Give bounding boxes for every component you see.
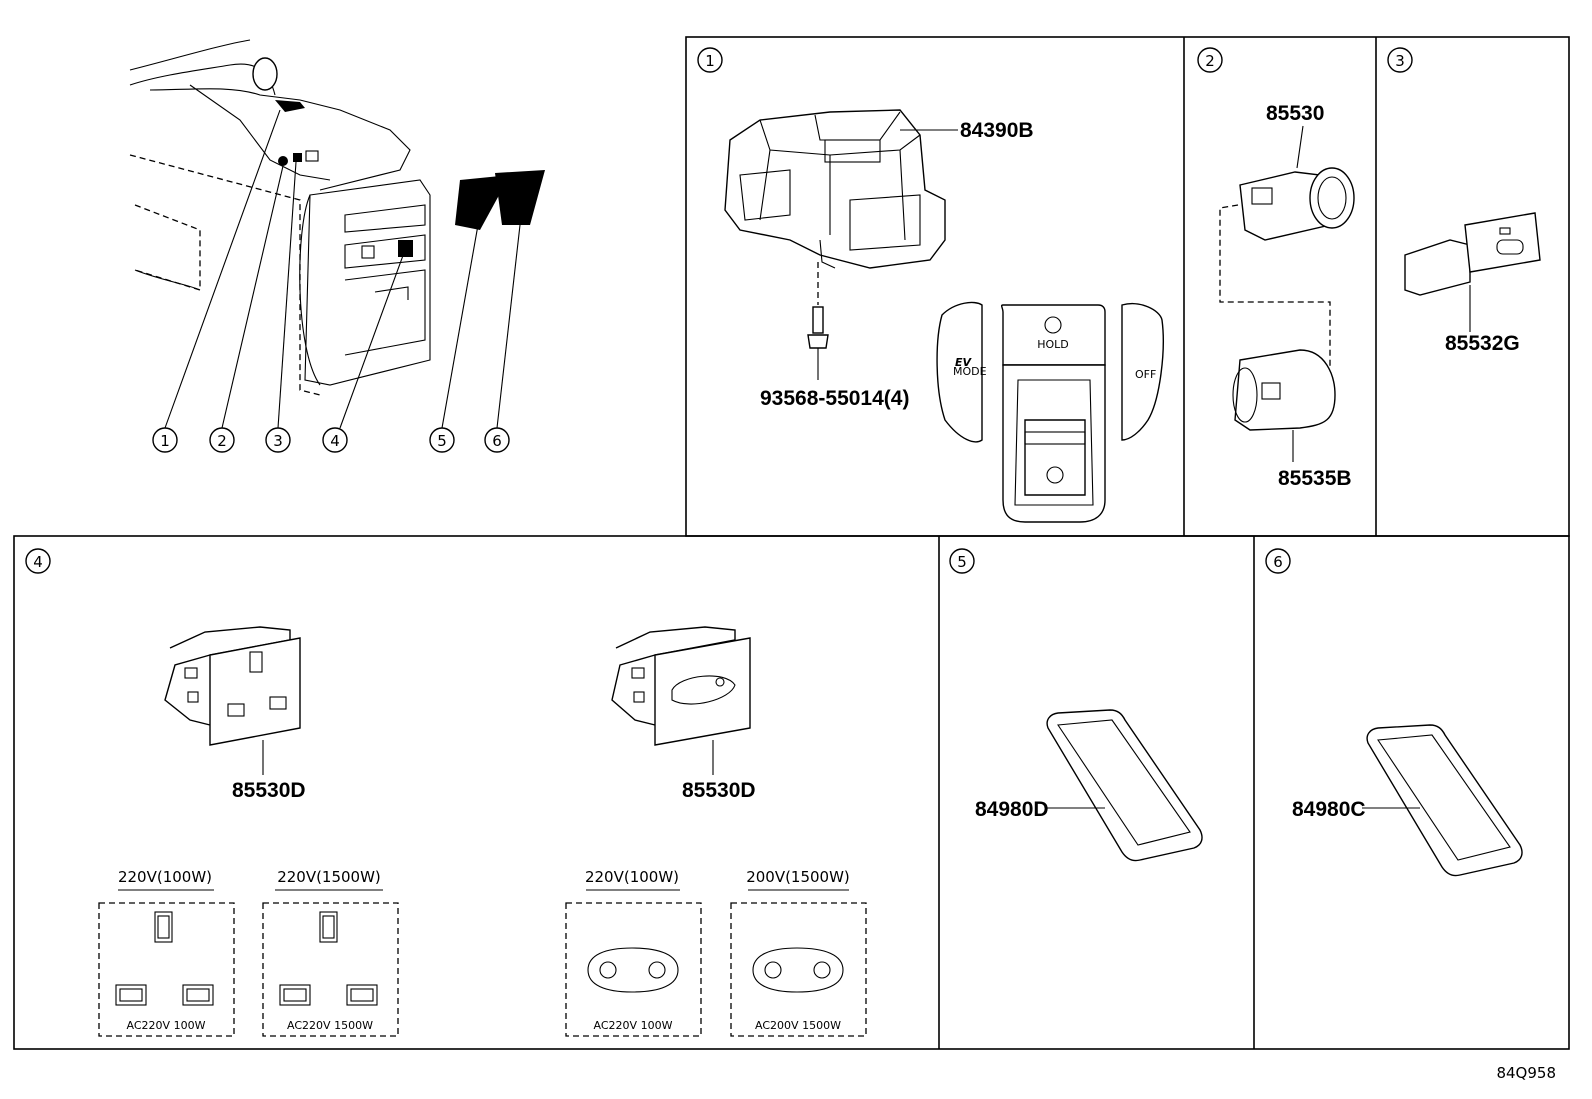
svg-text:2: 2 <box>217 432 227 450</box>
svg-text:220V(1500W): 220V(1500W) <box>277 868 381 886</box>
svg-text:2: 2 <box>1205 52 1215 70</box>
variant-eu-100w: 220V(100W) AC220V 100W <box>565 868 702 1037</box>
panel-2: 2 85530 85535B <box>1197 47 1355 490</box>
svg-text:5: 5 <box>957 553 967 571</box>
svg-text:6: 6 <box>1273 553 1283 571</box>
svg-text:200V(1500W): 200V(1500W) <box>746 868 850 886</box>
svg-text:EV: EV <box>955 356 973 369</box>
svg-text:220V(100W): 220V(100W) <box>118 868 212 886</box>
uk-outlet-drawing <box>164 626 301 746</box>
svg-text:1: 1 <box>160 432 170 450</box>
part-85530D-uk: 85530D <box>232 779 306 802</box>
part-85532G: 85532G <box>1445 332 1520 355</box>
usb-marker <box>293 153 302 162</box>
callout-6: 6 <box>484 427 510 453</box>
panel-2-number: 2 <box>1197 47 1223 73</box>
svg-text:4: 4 <box>33 553 43 571</box>
svg-text:6: 6 <box>492 432 502 450</box>
svg-text:3: 3 <box>1395 52 1405 70</box>
panel-4-number: 4 <box>25 548 51 574</box>
eu-outlet-drawing <box>611 626 751 746</box>
pad-marker-6 <box>495 170 545 225</box>
svg-text:220V(100W): 220V(100W) <box>585 868 679 886</box>
panel-3: 3 85532G <box>1387 47 1541 355</box>
part-85535B: 85535B <box>1278 467 1352 490</box>
svg-text:OFF: OFF <box>1135 368 1156 381</box>
panel-1-number: 1 <box>697 47 723 73</box>
callout-3: 3 <box>265 427 291 453</box>
svg-text:AC220V 100W: AC220V 100W <box>127 1019 206 1032</box>
svg-text:AC220V 1500W: AC220V 1500W <box>287 1019 373 1032</box>
variant-eu-1500w: 200V(1500W) AC200V 1500W <box>730 868 867 1037</box>
svg-text:AC200V 1500W: AC200V 1500W <box>755 1019 841 1032</box>
svg-text:HOLD: HOLD <box>1037 338 1069 351</box>
switch-assembly-drawing <box>724 109 958 269</box>
svg-text:AC220V 100W: AC220V 100W <box>594 1019 673 1032</box>
variant-uk-100w: 220V(100W) AC220V 100W <box>98 868 235 1037</box>
svg-text:MODE: MODE <box>953 365 987 378</box>
part-84980C: 84980C <box>1292 798 1366 821</box>
panel-6-number: 6 <box>1265 548 1291 574</box>
part-84980D: 84980D <box>975 798 1049 821</box>
part-85530: 85530 <box>1266 102 1324 125</box>
charging-pad-c-drawing <box>1366 724 1523 877</box>
button-panel-drawing: EV MODE HOLD OFF <box>936 301 1164 523</box>
diagram-ref-code: 84Q958 <box>1496 1064 1556 1082</box>
svg-text:1: 1 <box>705 52 715 70</box>
callout-2: 2 <box>209 427 235 453</box>
panel-6: 6 84980C <box>1265 548 1523 877</box>
usb-port-drawing <box>1404 212 1541 296</box>
panel-frames <box>13 36 1570 1050</box>
part-85530D-eu: 85530D <box>682 779 756 802</box>
callout-1: 1 <box>152 427 178 453</box>
selector-switch-marker <box>275 100 305 112</box>
panel-3-number: 3 <box>1387 47 1413 73</box>
panel-5-number: 5 <box>949 548 975 574</box>
variant-uk-1500w: 220V(1500W) AC220V 1500W <box>262 868 399 1037</box>
callout-5: 5 <box>429 427 455 453</box>
svg-text:4: 4 <box>330 432 340 450</box>
svg-text:3: 3 <box>273 432 283 450</box>
socket-marker <box>278 156 288 166</box>
callout-4: 4 <box>322 427 348 453</box>
socket-cover-drawing <box>1232 349 1336 431</box>
panel-4: 4 85530D 85530D 220V(100W) <box>25 548 867 1037</box>
socket-drawing <box>1239 167 1355 241</box>
console-overview: 1 2 3 4 5 6 <box>129 39 545 453</box>
part-93568-55014: 93568-55014(4) <box>760 387 909 410</box>
svg-text:5: 5 <box>437 432 447 450</box>
outlet-marker <box>398 240 413 257</box>
part-84390B: 84390B <box>960 119 1034 142</box>
charging-pad-d-drawing <box>1046 709 1203 862</box>
screw-drawing <box>807 262 829 380</box>
panel-1: 1 84390B 93568-55014(4) EV MODE <box>697 47 1164 523</box>
pad-marker-5 <box>455 175 510 230</box>
panel-5: 5 84980D <box>949 548 1203 862</box>
